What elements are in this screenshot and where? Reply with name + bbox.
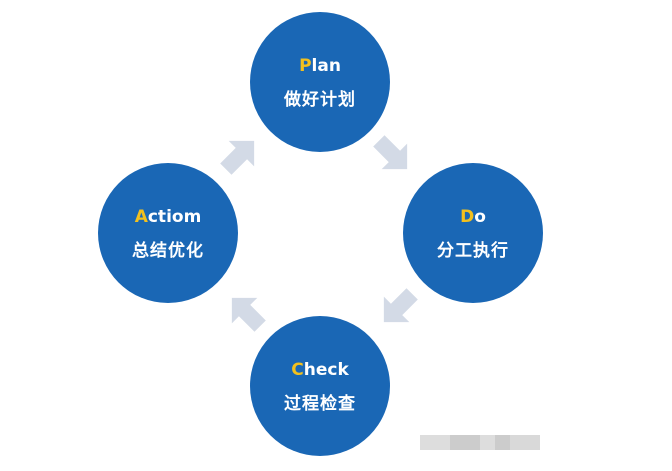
step-description: 过程检查 [284, 393, 356, 414]
arrow-action-to-plan [220, 140, 255, 175]
step-initial: D [460, 206, 475, 227]
step-do: Do 分工执行 [403, 163, 543, 303]
step-initial: P [299, 55, 312, 76]
step-description: 总结优化 [132, 240, 204, 261]
step-label: o [474, 206, 486, 227]
arrow-do-to-check [383, 288, 418, 323]
step-label: heck [303, 359, 349, 380]
step-action: Actiom 总结优化 [98, 163, 238, 303]
step-plan: Plan 做好计划 [250, 12, 390, 152]
step-description: 分工执行 [437, 240, 509, 261]
arrow-plan-to-do [373, 135, 408, 170]
arrow-check-to-action [231, 297, 266, 332]
step-description: 做好计划 [284, 89, 356, 110]
step-initial: A [134, 206, 148, 227]
step-check: Check 过程检查 [250, 316, 390, 456]
step-initial: C [291, 359, 304, 380]
blurred-watermark [420, 435, 540, 450]
step-label: ctiom [147, 206, 202, 227]
step-label: lan [311, 55, 341, 76]
